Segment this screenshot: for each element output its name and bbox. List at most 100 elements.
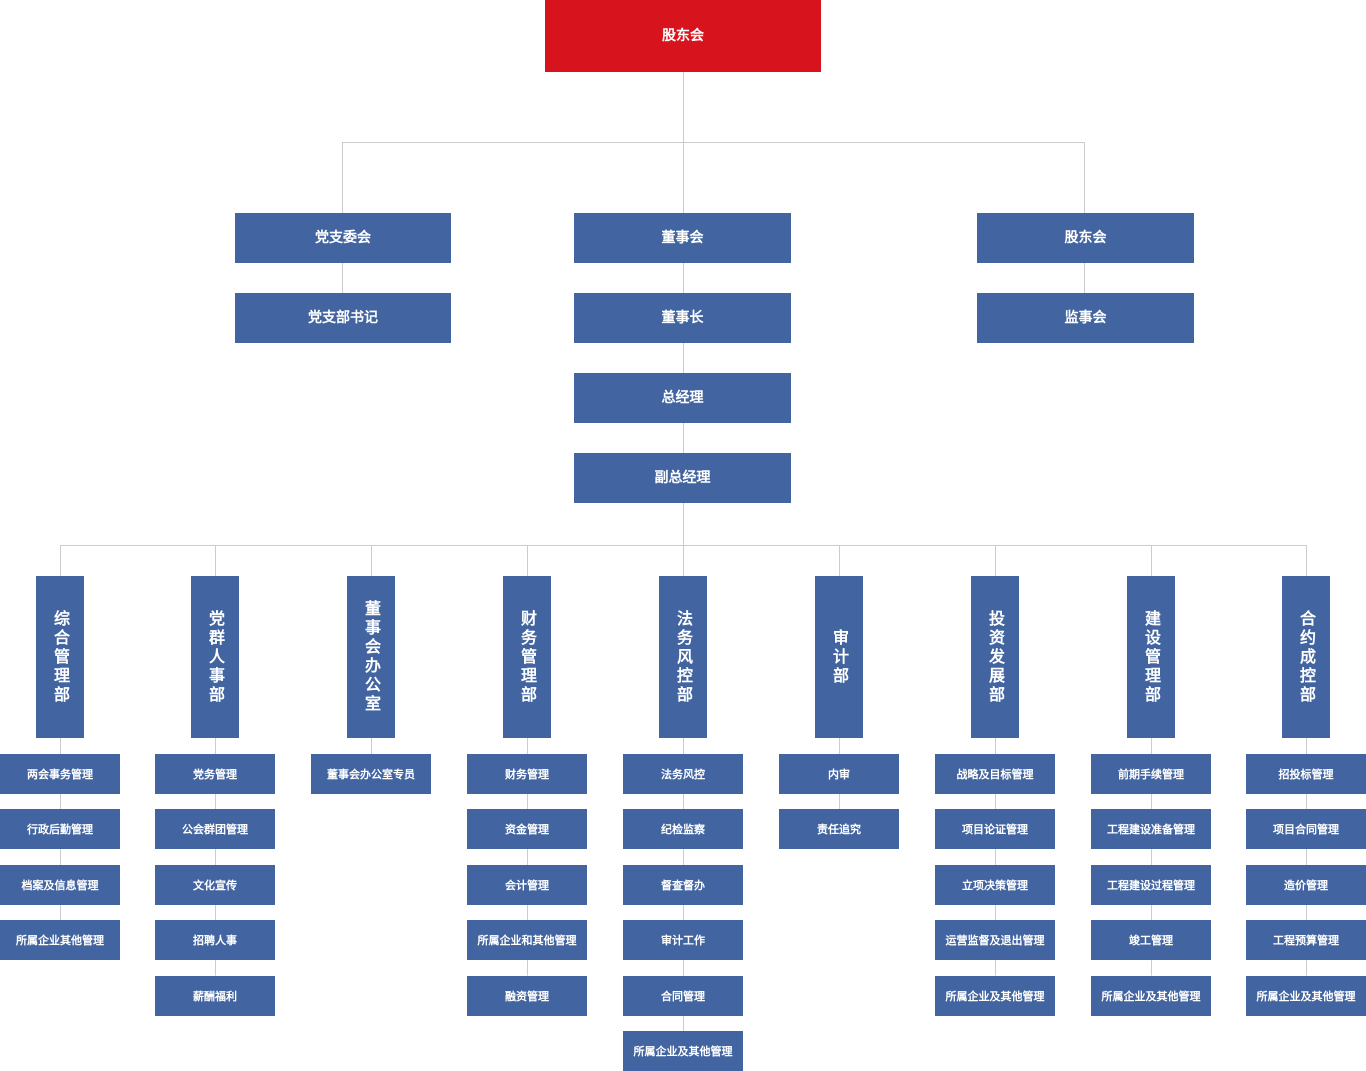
department-label: 董事会办公室 <box>362 600 381 714</box>
sub-unit: 行政后勤管理 <box>0 809 120 849</box>
sub-unit: 项目论证管理 <box>935 809 1055 849</box>
sub-unit: 工程预算管理 <box>1246 920 1366 960</box>
department-4: 财务管理部 <box>503 576 551 738</box>
department-1: 综合管理部 <box>36 576 84 738</box>
sub-unit-label: 责任追究 <box>817 822 861 836</box>
department-6: 审计部 <box>815 576 863 738</box>
sub-unit: 两会事务管理 <box>0 754 120 794</box>
sub-unit-label: 招聘人事 <box>193 933 237 947</box>
department-2: 党群人事部 <box>191 576 239 738</box>
sub-unit-label: 立项决策管理 <box>962 878 1028 892</box>
sub-unit: 薪酬福利 <box>155 976 275 1016</box>
sub-unit-label: 项目合同管理 <box>1273 822 1339 836</box>
board-of-directors: 董事会 <box>574 213 791 263</box>
sub-unit: 工程建设过程管理 <box>1091 865 1211 905</box>
sub-unit-label: 合同管理 <box>661 989 705 1003</box>
sub-unit: 会计管理 <box>467 865 587 905</box>
party-branch-secretary-label: 党支部书记 <box>308 310 378 326</box>
sub-unit: 责任追究 <box>779 809 899 849</box>
root-label: 股东会 <box>662 28 704 44</box>
sub-unit-label: 薪酬福利 <box>193 989 237 1003</box>
supervisory-board-label: 监事会 <box>1064 310 1107 326</box>
sub-unit-label: 董事会办公室专员 <box>327 767 415 781</box>
sub-unit-label: 竣工管理 <box>1129 933 1173 947</box>
sub-unit-label: 运营监督及退出管理 <box>945 933 1045 947</box>
sub-unit: 审计工作 <box>623 920 743 960</box>
department-9: 合约成控部 <box>1282 576 1330 738</box>
department-label: 财务管理部 <box>518 609 537 705</box>
sub-unit: 造价管理 <box>1246 865 1366 905</box>
department-label: 党群人事部 <box>206 609 225 705</box>
sub-unit: 项目合同管理 <box>1246 809 1366 849</box>
chairman: 董事长 <box>574 293 791 343</box>
sub-unit-label: 招投标管理 <box>1278 767 1334 781</box>
sub-unit-label: 两会事务管理 <box>27 767 93 781</box>
sub-unit-label: 督查督办 <box>661 878 705 892</box>
department-label: 合约成控部 <box>1297 609 1316 705</box>
shareholders-meeting: 股东会 <box>977 213 1194 263</box>
sub-unit: 所属企业及其他管理 <box>1246 976 1366 1016</box>
department-label: 综合管理部 <box>51 609 70 705</box>
sub-unit: 所属企业及其他管理 <box>1091 976 1211 1016</box>
sub-unit: 招投标管理 <box>1246 754 1366 794</box>
general-manager: 总经理 <box>574 373 791 423</box>
sub-unit: 公会群团管理 <box>155 809 275 849</box>
sub-unit-label: 前期手续管理 <box>1118 767 1184 781</box>
sub-unit: 所属企业及其他管理 <box>623 1031 743 1071</box>
sub-unit-label: 战略及目标管理 <box>956 767 1034 781</box>
board-of-directors-label: 董事会 <box>661 230 704 246</box>
sub-unit: 立项决策管理 <box>935 865 1055 905</box>
deputy-general-manager: 副总经理 <box>574 453 791 503</box>
department-label: 建设管理部 <box>1142 609 1161 705</box>
sub-unit: 董事会办公室专员 <box>311 754 431 794</box>
deputy-general-manager-label: 副总经理 <box>654 470 711 486</box>
sub-unit: 资金管理 <box>467 809 587 849</box>
sub-unit-label: 工程建设过程管理 <box>1107 878 1195 892</box>
sub-unit-label: 财务管理 <box>505 767 549 781</box>
sub-unit-label: 工程预算管理 <box>1273 933 1339 947</box>
sub-unit-label: 法务风控 <box>661 767 705 781</box>
department-label: 审计部 <box>830 628 849 686</box>
sub-unit-label: 所属企业及其他管理 <box>633 1044 733 1058</box>
sub-unit-label: 纪检监察 <box>661 822 705 836</box>
sub-unit-label: 资金管理 <box>505 822 549 836</box>
sub-unit-label: 所属企业和其他管理 <box>477 933 577 947</box>
sub-unit-label: 党务管理 <box>193 767 237 781</box>
shareholders-meeting-label: 股东会 <box>1064 230 1107 246</box>
sub-unit-label: 造价管理 <box>1284 878 1328 892</box>
sub-unit: 工程建设准备管理 <box>1091 809 1211 849</box>
sub-unit-label: 审计工作 <box>661 933 705 947</box>
sub-unit-label: 公会群团管理 <box>182 822 248 836</box>
sub-unit-label: 项目论证管理 <box>962 822 1028 836</box>
sub-unit: 运营监督及退出管理 <box>935 920 1055 960</box>
sub-unit-label: 文化宣传 <box>193 878 237 892</box>
sub-unit: 督查督办 <box>623 865 743 905</box>
sub-unit-label: 所属企业及其他管理 <box>1256 989 1356 1003</box>
supervisory-board: 监事会 <box>977 293 1194 343</box>
sub-unit: 所属企业及其他管理 <box>935 976 1055 1016</box>
department-8: 建设管理部 <box>1127 576 1175 738</box>
sub-unit: 党务管理 <box>155 754 275 794</box>
department-label: 投资发展部 <box>986 609 1005 705</box>
sub-unit-label: 会计管理 <box>505 878 549 892</box>
chairman-label: 董事长 <box>661 310 704 326</box>
sub-unit: 所属企业和其他管理 <box>467 920 587 960</box>
general-manager-label: 总经理 <box>661 390 704 406</box>
sub-unit-label: 内审 <box>828 767 850 781</box>
sub-unit: 竣工管理 <box>1091 920 1211 960</box>
party-branch-committee-label: 党支委会 <box>315 230 371 246</box>
root-shareholders-meeting: 股东会 <box>545 0 821 72</box>
party-branch-secretary: 党支部书记 <box>235 293 451 343</box>
sub-unit-label: 工程建设准备管理 <box>1107 822 1195 836</box>
sub-unit: 法务风控 <box>623 754 743 794</box>
sub-unit-label: 所属企业及其他管理 <box>945 989 1045 1003</box>
sub-unit: 招聘人事 <box>155 920 275 960</box>
sub-unit-label: 行政后勤管理 <box>27 822 93 836</box>
sub-unit: 战略及目标管理 <box>935 754 1055 794</box>
sub-unit: 前期手续管理 <box>1091 754 1211 794</box>
sub-unit-label: 档案及信息管理 <box>21 878 99 892</box>
sub-unit: 合同管理 <box>623 976 743 1016</box>
sub-unit: 融资管理 <box>467 976 587 1016</box>
department-5: 法务风控部 <box>659 576 707 738</box>
